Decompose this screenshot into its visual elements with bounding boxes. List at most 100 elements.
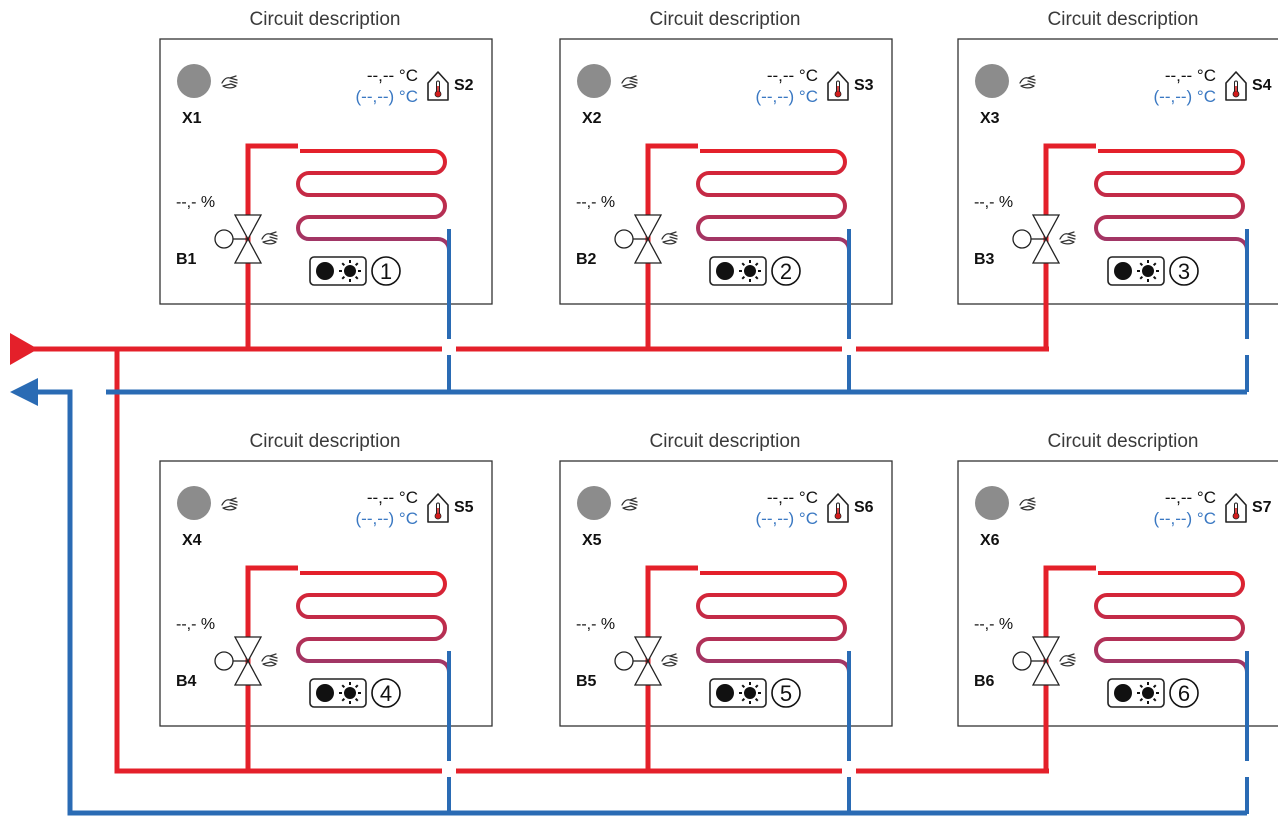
pump-manual-hand-icon[interactable]	[221, 497, 238, 511]
circuit-number-badge	[371, 678, 401, 708]
pump-label: X6	[980, 532, 1000, 549]
circuit-number-badge	[1169, 678, 1199, 708]
three-way-valve-icon[interactable]	[1012, 636, 1061, 686]
circuit-number-badge	[1169, 256, 1199, 286]
room-sensor-label: S7	[1252, 499, 1272, 516]
pipe-crossing-gap	[842, 339, 856, 355]
pump-label: X5	[582, 532, 602, 549]
floor-heating-coil	[1094, 149, 1249, 392]
circuit-title: Circuit description	[1048, 431, 1199, 452]
valve-manual-hand-icon[interactable]	[1059, 231, 1076, 245]
floor-heating-coil	[696, 571, 851, 814]
room-temp-setpoint: (--,--) °C	[756, 509, 819, 528]
valve-label: B2	[576, 251, 597, 268]
valve-label: B5	[576, 673, 597, 690]
valve-label: B4	[176, 673, 197, 690]
supply-arrow-icon	[10, 333, 38, 365]
three-way-valve-icon[interactable]	[1012, 214, 1061, 264]
pipe-crossing-gap	[442, 339, 456, 355]
valve-manual-hand-icon[interactable]	[261, 231, 278, 245]
pump-status-indicator[interactable]	[975, 486, 1009, 520]
sun-moon-icon[interactable]	[1107, 256, 1165, 286]
room-sensor-label: S5	[454, 499, 474, 516]
pump-manual-hand-icon[interactable]	[221, 75, 238, 89]
valve-manual-hand-icon[interactable]	[661, 653, 678, 667]
pump-label: X1	[182, 110, 202, 127]
supply-header-bottom	[114, 349, 1049, 774]
house-thermometer-icon[interactable]	[1225, 493, 1247, 523]
valve-position: --,- %	[974, 194, 1013, 211]
supply-pipe	[1043, 143, 1096, 349]
pump-manual-hand-icon[interactable]	[1019, 497, 1036, 511]
pump-status-indicator[interactable]	[177, 486, 211, 520]
pump-manual-hand-icon[interactable]	[1019, 75, 1036, 89]
circuit-title: Circuit description	[650, 431, 801, 452]
valve-label: B1	[176, 251, 197, 268]
pump-label: X4	[182, 532, 202, 549]
room-temp-setpoint: (--,--) °C	[356, 87, 419, 106]
room-temp-setpoint: (--,--) °C	[1154, 509, 1217, 528]
valve-manual-hand-icon[interactable]	[1059, 653, 1076, 667]
valve-position: --,- %	[576, 194, 615, 211]
pump-manual-hand-icon[interactable]	[621, 75, 638, 89]
room-sensor-label: S6	[854, 499, 874, 516]
sun-moon-icon[interactable]	[709, 256, 767, 286]
three-way-valve-icon[interactable]	[214, 636, 263, 686]
room-sensor-label: S4	[1252, 77, 1272, 94]
house-thermometer-icon[interactable]	[827, 71, 849, 101]
return-header-bottom	[38, 389, 1247, 816]
pump-status-indicator[interactable]	[577, 486, 611, 520]
house-thermometer-icon[interactable]	[427, 71, 449, 101]
room-temp-setpoint: (--,--) °C	[1154, 87, 1217, 106]
circuit-number-badge	[771, 678, 801, 708]
sun-moon-icon[interactable]	[309, 678, 367, 708]
valve-manual-hand-icon[interactable]	[661, 231, 678, 245]
supply-pipe	[1043, 565, 1096, 771]
room-temp-actual: --,-- °C	[1165, 488, 1216, 507]
room-temp-actual: --,-- °C	[767, 488, 818, 507]
sun-moon-icon[interactable]	[709, 678, 767, 708]
room-temp-setpoint: (--,--) °C	[356, 509, 419, 528]
supply-pipe	[645, 143, 698, 349]
floor-heating-coil	[1094, 571, 1249, 814]
circuit-title: Circuit description	[1048, 9, 1199, 30]
pump-status-indicator[interactable]	[975, 64, 1009, 98]
room-sensor-label: S2	[454, 77, 474, 94]
sun-moon-icon[interactable]	[1107, 678, 1165, 708]
sun-moon-icon[interactable]	[309, 256, 367, 286]
house-thermometer-icon[interactable]	[1225, 71, 1247, 101]
circuit-title: Circuit description	[250, 431, 401, 452]
circuit-number: 1	[380, 259, 392, 284]
pipe-crossing-gap	[842, 761, 856, 777]
floor-heating-coil	[296, 149, 451, 392]
distribution-pipes	[10, 333, 1247, 816]
three-way-valve-icon[interactable]	[614, 636, 663, 686]
three-way-valve-icon[interactable]	[614, 214, 663, 264]
room-temp-actual: --,-- °C	[767, 66, 818, 85]
supply-pipe	[245, 143, 298, 349]
circuit-title: Circuit description	[650, 9, 801, 30]
house-thermometer-icon[interactable]	[827, 493, 849, 523]
pipe-crossing-gap	[1240, 761, 1254, 777]
pump-status-indicator[interactable]	[177, 64, 211, 98]
pump-label: X3	[980, 110, 1000, 127]
circuit-number-badge	[371, 256, 401, 286]
circuit-number: 4	[380, 681, 392, 706]
pump-status-indicator[interactable]	[577, 64, 611, 98]
three-way-valve-icon[interactable]	[214, 214, 263, 264]
valve-manual-hand-icon[interactable]	[261, 653, 278, 667]
supply-pipe	[645, 565, 698, 771]
supply-pipe	[245, 565, 298, 771]
house-thermometer-icon[interactable]	[427, 493, 449, 523]
floor-heating-coil	[296, 571, 451, 814]
circuit-number: 2	[780, 259, 792, 284]
pump-manual-hand-icon[interactable]	[621, 497, 638, 511]
valve-label: B3	[974, 251, 995, 268]
